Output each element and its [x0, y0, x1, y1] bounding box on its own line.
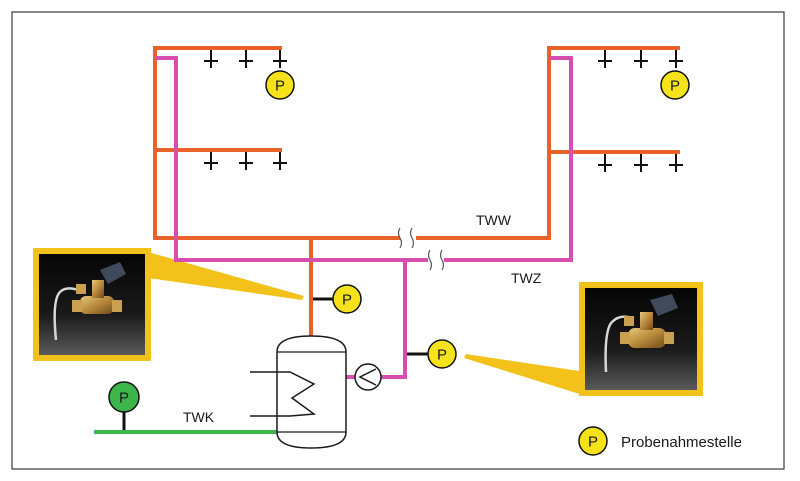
pipe-break-marks	[397, 227, 445, 271]
svg-text:P: P	[275, 78, 285, 95]
legend: P Probenahmestelle	[578, 426, 742, 456]
svg-text:P: P	[588, 434, 598, 451]
circulation-pump	[354, 363, 382, 391]
tww-label: TWW	[476, 212, 512, 228]
twz-label: TWZ	[511, 270, 542, 286]
svg-text:P: P	[670, 78, 680, 95]
sample-point-upper-right: P	[660, 70, 690, 100]
sample-point-twk: P	[108, 381, 140, 413]
right-callout-beam	[464, 354, 586, 396]
svg-text:P: P	[119, 390, 129, 407]
valve-image-left	[53, 262, 126, 341]
svg-text:P: P	[437, 347, 447, 364]
heat-exchanger-coil	[250, 371, 317, 417]
sample-point-upper-left: P	[265, 70, 295, 100]
valve-photo-left	[33, 248, 151, 361]
sample-point-twz: P	[427, 339, 457, 369]
valve-photo-right	[579, 282, 703, 396]
twz-pipe-network	[155, 56, 573, 379]
left-callout-beam	[148, 252, 304, 300]
storage-tank	[276, 335, 347, 449]
svg-text:P: P	[342, 292, 352, 309]
legend-sample-icon	[578, 426, 608, 456]
legend-label: Probenahmestelle	[621, 434, 742, 451]
twk-label: TWK	[183, 409, 215, 425]
valve-image-right	[604, 294, 678, 373]
tap-symbols	[204, 50, 683, 172]
sample-point-tww: P	[332, 284, 362, 314]
